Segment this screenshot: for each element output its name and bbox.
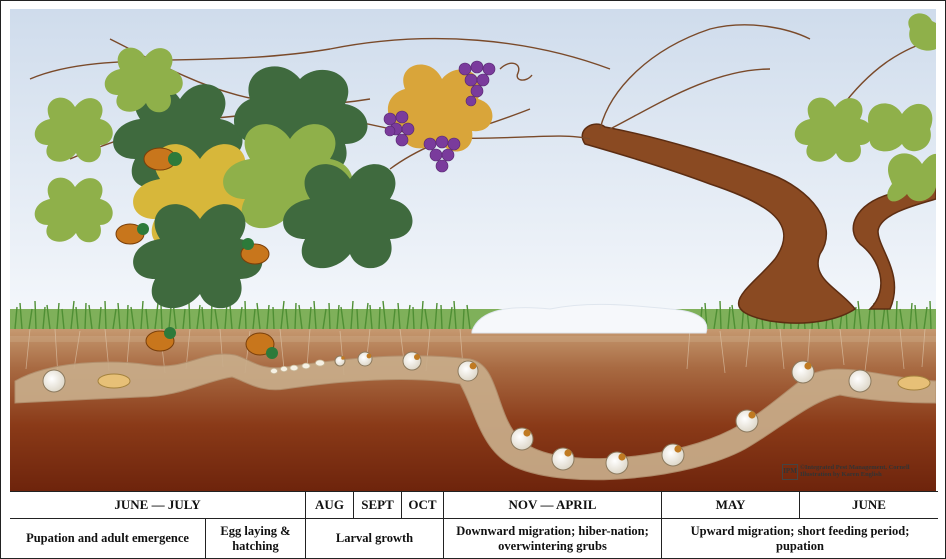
stage-row: Pupation and adult emergence Egg laying … (10, 518, 938, 559)
snow-mound (472, 304, 707, 333)
credit-line-1: ©Integrated Pest Management, Cornell (800, 464, 910, 471)
stage-downward-migration: Downward migration; hiber-nation; overwi… (444, 518, 662, 559)
stage-pupation-emergence: Pupation and adult emergence (10, 518, 206, 559)
month-sept: SEPT (354, 492, 402, 518)
credit-line-2: Illustration by Karen English (800, 471, 910, 478)
stage-larval-growth: Larval growth (306, 518, 444, 559)
month-row: JUNE — JULY AUG SEPT OCT NOV — APRIL MAY… (10, 491, 938, 519)
month-may: MAY (662, 492, 800, 518)
stage-egg-laying: Egg laying & hatching (206, 518, 306, 559)
ipm-logo: IPM (782, 464, 798, 480)
stage-upward-migration: Upward migration; short feeding period; … (662, 518, 938, 559)
illustration-credit: IPM ©Integrated Pest Management, Cornell… (800, 464, 910, 478)
month-june-july: JUNE — JULY (10, 492, 306, 518)
lifecycle-illustration: IPM ©Integrated Pest Management, Cornell… (10, 9, 936, 491)
month-aug: AUG (306, 492, 354, 518)
month-nov-april: NOV — APRIL (444, 492, 662, 518)
month-oct: OCT (402, 492, 444, 518)
lifecycle-timeline: JUNE — JULY AUG SEPT OCT NOV — APRIL MAY… (10, 491, 938, 559)
scene-svg (10, 9, 936, 491)
month-june: JUNE (800, 492, 938, 518)
